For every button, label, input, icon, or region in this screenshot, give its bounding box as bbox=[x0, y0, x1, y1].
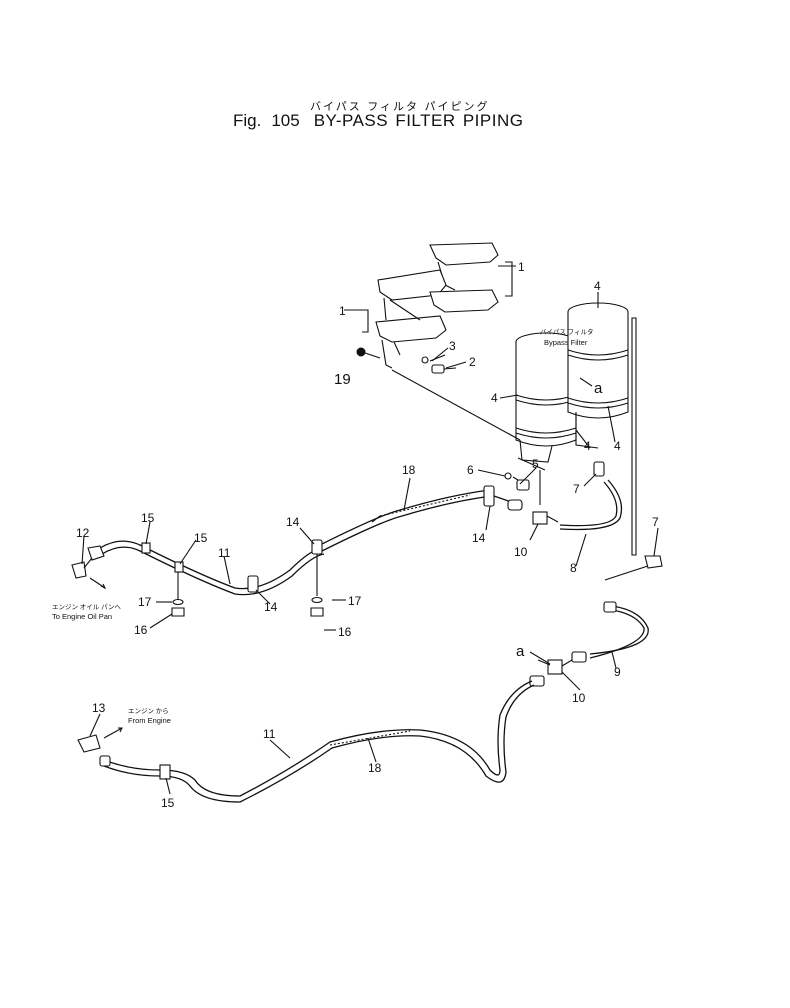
callout-14: 14 bbox=[286, 515, 300, 529]
callout-1: 1 bbox=[518, 260, 525, 274]
callout-19: 19 bbox=[334, 371, 351, 388]
callout-numbers: 1 1 2 3 19 4 4 4 4 a 5 6 7 7 8 9 10 10 a… bbox=[76, 260, 659, 810]
figure-title-english: BY-PASS FILTER PIPING bbox=[313, 111, 524, 130]
title-japanese: バイパス フィルタ パイピング bbox=[310, 100, 490, 113]
callout-14: 14 bbox=[264, 600, 278, 614]
annotations: バイパス フィルタ Bypass Filter エンジン オイル パンヘ To … bbox=[52, 327, 594, 725]
from-engine-label-english: From Engine bbox=[128, 716, 171, 725]
brackets-assembly bbox=[362, 242, 513, 369]
filter-label-japanese: バイパス フィルタ bbox=[540, 327, 594, 336]
callout-10: 10 bbox=[572, 691, 586, 705]
callout-9: 9 bbox=[614, 665, 621, 679]
bypass-filter-right bbox=[567, 302, 629, 449]
figure-number: 105 bbox=[271, 111, 300, 130]
bypass-filter-left bbox=[515, 332, 577, 463]
callout-14: 14 bbox=[472, 531, 486, 545]
oil-pan-label-japanese: エンジン オイル パンヘ bbox=[52, 603, 121, 611]
callout-15: 15 bbox=[161, 796, 175, 810]
reference-a: a bbox=[516, 643, 525, 660]
callout-18: 18 bbox=[368, 761, 382, 775]
callout-12: 12 bbox=[76, 526, 90, 540]
filter-label-english: Bypass Filter bbox=[544, 338, 588, 347]
callout-4: 4 bbox=[594, 279, 601, 293]
callout-6: 6 bbox=[467, 463, 474, 477]
callout-4: 4 bbox=[584, 439, 591, 453]
callout-17: 17 bbox=[138, 595, 152, 609]
from-engine-label-japanese: エンジン から bbox=[128, 707, 169, 715]
callout-15: 15 bbox=[141, 511, 155, 525]
callout-18: 18 bbox=[402, 463, 416, 477]
bolt-washer-nut bbox=[356, 347, 457, 374]
callout-10: 10 bbox=[514, 545, 528, 559]
callout-4: 4 bbox=[614, 439, 621, 453]
callout-3: 3 bbox=[449, 339, 456, 353]
leader-lines bbox=[81, 265, 659, 795]
callout-4: 4 bbox=[491, 391, 498, 405]
callout-16: 16 bbox=[134, 623, 148, 637]
figure-label: Fig. bbox=[233, 111, 262, 130]
callout-8: 8 bbox=[570, 561, 577, 575]
callout-13: 13 bbox=[92, 701, 106, 715]
callout-11: 11 bbox=[218, 546, 231, 560]
reference-a: a bbox=[594, 380, 603, 397]
callout-1: 1 bbox=[339, 304, 346, 318]
callout-15: 15 bbox=[194, 531, 208, 545]
figure-title: Fig. 105 BY-PASS FILTER PIPING bbox=[233, 111, 523, 131]
callout-17: 17 bbox=[348, 594, 362, 608]
callout-7: 7 bbox=[573, 482, 580, 496]
oil-pan-label-english: To Engine Oil Pan bbox=[52, 612, 112, 621]
callout-2: 2 bbox=[469, 355, 476, 369]
callout-11: 11 bbox=[263, 727, 276, 741]
callout-5: 5 bbox=[532, 457, 539, 471]
callout-7: 7 bbox=[652, 515, 659, 529]
callout-16: 16 bbox=[338, 625, 352, 639]
